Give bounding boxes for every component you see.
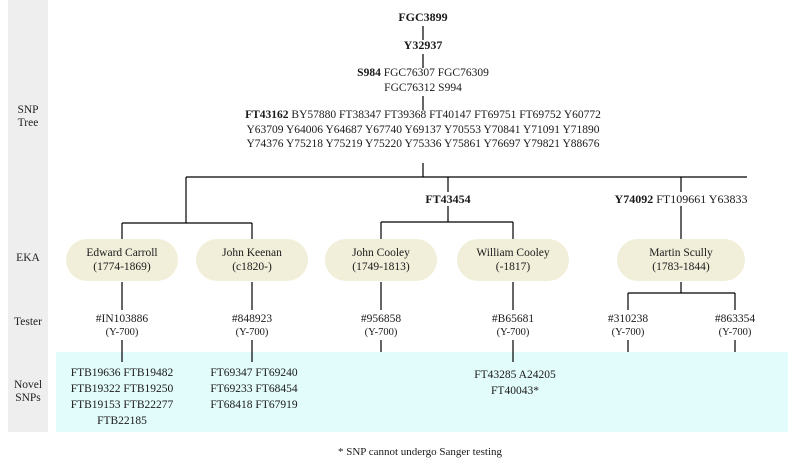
eka-edward-carroll-dates: (1774-1869) bbox=[93, 261, 151, 273]
snp-node-ft43162-line1: FT43162 BY57880 FT38347 FT39368 FT40147 … bbox=[203, 108, 643, 123]
eka-martin-scully[interactable]: Martin Scully (1783-1844) bbox=[617, 239, 745, 281]
novel-snps-b65681: FT43285 A24205 FT40043* bbox=[453, 367, 577, 399]
snp-node-ft43162-line2: Y63709 Y64006 Y64687 Y67740 Y69137 Y7055… bbox=[246, 123, 600, 136]
row-label-snp-tree: SNP Tree bbox=[8, 104, 48, 130]
novel-snps-848923-line1: FT69347 FT69240 bbox=[210, 367, 298, 379]
tester-848923-kit: #848923 bbox=[231, 313, 273, 325]
novel-snps-848923-line2: FT69233 FT68454 bbox=[210, 383, 298, 395]
eka-william-cooley-dates: (-1817) bbox=[495, 261, 531, 273]
tester-b65681-kit: #B65681 bbox=[491, 313, 535, 325]
novel-snps-b65681-line1: FT43285 A24205 bbox=[474, 369, 556, 381]
snp-node-s984-label: S984 bbox=[357, 67, 381, 79]
eka-william-cooley[interactable]: William Cooley (-1817) bbox=[457, 239, 569, 281]
snp-node-y74092-equivalents: FT109661 Y63833 bbox=[656, 192, 748, 206]
novel-snps-in103886-line3: FTB19153 FTB22277 bbox=[70, 399, 174, 411]
tester-863354-kit: #863354 bbox=[714, 313, 756, 325]
row-label-rail bbox=[8, 0, 48, 432]
snp-node-y74092-label: Y74092 bbox=[614, 192, 654, 206]
row-label-eka-line1: EKA bbox=[16, 252, 40, 264]
tester-in103886[interactable]: #IN103886 (Y-700) bbox=[62, 312, 182, 340]
row-label-novel-snps-line1: Novel bbox=[13, 379, 43, 391]
tester-310238[interactable]: #310238 (Y-700) bbox=[568, 312, 688, 340]
tester-in103886-platform: (Y-700) bbox=[105, 327, 139, 338]
tester-310238-platform: (Y-700) bbox=[611, 327, 645, 338]
tester-848923-platform: (Y-700) bbox=[235, 327, 269, 338]
tester-956858-kit: #956858 bbox=[360, 313, 402, 325]
snp-node-y32937-label: Y32937 bbox=[403, 38, 443, 52]
tester-b65681[interactable]: #B65681 (Y-700) bbox=[453, 312, 573, 340]
row-label-eka: EKA bbox=[8, 252, 48, 265]
tester-b65681-platform: (Y-700) bbox=[496, 327, 530, 338]
eka-edward-carroll-name: Edward Carroll bbox=[86, 246, 158, 259]
tester-848923[interactable]: #848923 (Y-700) bbox=[192, 312, 312, 340]
novel-snps-in103886-line4: FTB22185 bbox=[97, 415, 147, 427]
eka-edward-carroll[interactable]: Edward Carroll (1774-1869) bbox=[66, 239, 178, 281]
tester-956858[interactable]: #956858 (Y-700) bbox=[321, 312, 441, 340]
novel-snps-848923: FT69347 FT69240 FT69233 FT68454 FT68418 … bbox=[192, 365, 316, 413]
tester-956858-platform: (Y-700) bbox=[364, 327, 398, 338]
novel-snp-band bbox=[56, 352, 788, 432]
snp-node-ft43162-label: FT43162 bbox=[245, 109, 289, 121]
snp-node-ft43162-line3: Y74376 Y75218 Y75219 Y75220 Y75336 Y7586… bbox=[246, 138, 600, 150]
eka-john-keenan-name: John Keenan bbox=[222, 246, 282, 259]
snp-node-s984-line2: FGC76312 S994 bbox=[384, 81, 462, 94]
row-label-snp-tree-line2: Tree bbox=[17, 117, 39, 129]
novel-snps-848923-line3: FT68418 FT67919 bbox=[210, 399, 298, 411]
snp-node-s984-line1: S984 FGC76307 FGC76309 bbox=[273, 66, 573, 81]
novel-snps-in103886-line1: FTB19636 FTB19482 bbox=[70, 367, 174, 379]
snp-node-s984-equivalents: FGC76307 FGC76309 bbox=[383, 67, 489, 79]
novel-snps-b65681-line2: FT40043* bbox=[491, 385, 539, 397]
snp-node-y32937: Y32937 bbox=[343, 38, 503, 52]
eka-john-cooley-dates: (1749-1813) bbox=[352, 261, 410, 273]
row-label-tester-line1: Tester bbox=[14, 316, 42, 328]
novel-snps-in103886: FTB19636 FTB19482 FTB19322 FTB19250 FTB1… bbox=[57, 365, 187, 429]
eka-john-keenan-dates: (c1820-) bbox=[232, 261, 272, 273]
eka-william-cooley-name: William Cooley bbox=[476, 246, 550, 259]
tester-863354-platform: (Y-700) bbox=[718, 327, 752, 338]
snp-node-s984: S984 FGC76307 FGC76309 FGC76312 S994 bbox=[273, 66, 573, 95]
footnote: * SNP cannot undergo Sanger testing bbox=[337, 446, 503, 458]
tester-310238-kit: #310238 bbox=[607, 313, 649, 325]
snp-node-fgc3899: FGC3899 bbox=[343, 10, 503, 24]
tester-in103886-kit: #IN103886 bbox=[95, 313, 149, 325]
snp-node-ft43162: FT43162 BY57880 FT38347 FT39368 FT40147 … bbox=[203, 108, 643, 152]
snp-node-ft43454-label: FT43454 bbox=[425, 192, 471, 206]
snp-node-ft43454: FT43454 bbox=[368, 192, 528, 206]
snp-node-fgc3899-label: FGC3899 bbox=[398, 10, 448, 24]
snp-node-y74092: Y74092 FT109661 Y63833 bbox=[581, 192, 781, 206]
eka-john-keenan[interactable]: John Keenan (c1820-) bbox=[196, 239, 308, 281]
novel-snps-in103886-line2: FTB19322 FTB19250 bbox=[70, 383, 174, 395]
row-label-novel-snps-line2: SNPs bbox=[15, 392, 41, 404]
row-label-tester: Tester bbox=[8, 316, 48, 329]
eka-martin-scully-dates: (1783-1844) bbox=[652, 261, 710, 273]
row-label-novel-snps: Novel SNPs bbox=[8, 379, 48, 405]
eka-martin-scully-name: Martin Scully bbox=[649, 246, 713, 259]
row-label-snp-tree-line1: SNP bbox=[17, 104, 39, 116]
eka-john-cooley-name: John Cooley bbox=[352, 246, 410, 259]
tester-863354[interactable]: #863354 (Y-700) bbox=[675, 312, 795, 340]
snp-node-ft43162-equivalents-1: BY57880 FT38347 FT39368 FT40147 FT69751 … bbox=[291, 109, 601, 121]
eka-john-cooley[interactable]: John Cooley (1749-1813) bbox=[325, 239, 437, 281]
